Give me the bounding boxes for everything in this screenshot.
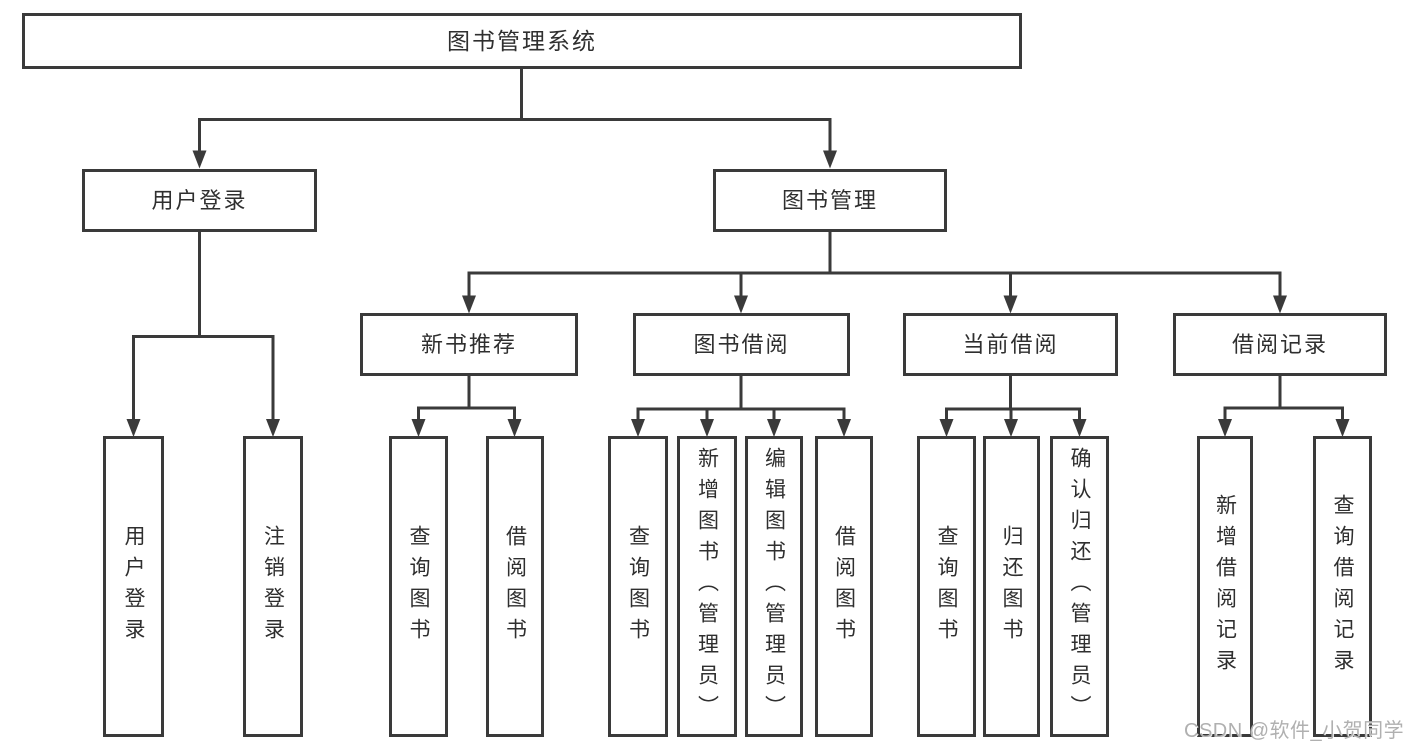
leaf-query-books-recommend: 查询图书 bbox=[389, 436, 448, 737]
leaf-logout: 注销登录 bbox=[243, 436, 303, 737]
leaf-query-books-borrow-label: 查询图书 bbox=[626, 524, 650, 649]
leaf-borrow-books-label: 借阅图书 bbox=[832, 524, 856, 649]
leaf-edit-books-admin-label: 编辑图书（管理员） bbox=[762, 447, 786, 726]
leaf-borrow-books-recommend: 借阅图书 bbox=[486, 436, 544, 737]
node-borrow-records-label: 借阅记录 bbox=[1231, 331, 1328, 357]
leaf-query-borrow-record-label: 查询借阅记录 bbox=[1331, 493, 1354, 680]
leaf-user-login-label: 用户登录 bbox=[122, 524, 145, 649]
leaf-edit-books-admin: 编辑图书（管理员） bbox=[745, 436, 803, 737]
node-root-system: 图书管理系统 bbox=[22, 13, 1022, 69]
leaf-add-borrow-record-label: 新增借阅记录 bbox=[1213, 493, 1237, 680]
leaf-query-borrow-record: 查询借阅记录 bbox=[1313, 436, 1372, 737]
node-user-login: 用户登录 bbox=[82, 169, 317, 232]
leaf-confirm-return-admin: 确认归还（管理员） bbox=[1050, 436, 1109, 737]
node-book-management: 图书管理 bbox=[713, 169, 947, 232]
leaf-add-borrow-record: 新增借阅记录 bbox=[1197, 436, 1253, 737]
leaf-logout-label: 注销登录 bbox=[261, 524, 285, 649]
leaf-return-books: 归还图书 bbox=[983, 436, 1040, 737]
leaf-return-books-label: 归还图书 bbox=[1000, 524, 1023, 649]
leaf-borrow-books-recommend-label: 借阅图书 bbox=[503, 524, 527, 649]
leaf-add-books-admin: 新增图书（管理员） bbox=[677, 436, 737, 737]
node-book-borrow-label: 图书借阅 bbox=[693, 331, 790, 357]
leaf-query-books-current: 查询图书 bbox=[917, 436, 976, 737]
leaf-query-books-borrow: 查询图书 bbox=[608, 436, 668, 737]
node-book-management-label: 图书管理 bbox=[781, 187, 878, 213]
node-book-borrow: 图书借阅 bbox=[633, 313, 850, 376]
leaf-query-books-current-label: 查询图书 bbox=[935, 524, 958, 649]
node-new-book-recommend: 新书推荐 bbox=[360, 313, 578, 376]
csdn-watermark: CSDN @软件_小贺同学 bbox=[1184, 720, 1405, 742]
node-root-label: 图书管理系统 bbox=[447, 27, 597, 54]
leaf-query-books-recommend-label: 查询图书 bbox=[407, 524, 430, 649]
leaf-user-login: 用户登录 bbox=[103, 436, 164, 737]
node-current-borrow-label: 当前借阅 bbox=[962, 331, 1059, 357]
node-user-login-label: 用户登录 bbox=[151, 187, 248, 213]
leaf-confirm-return-admin-label: 确认归还（管理员） bbox=[1068, 447, 1091, 726]
node-new-book-recommend-label: 新书推荐 bbox=[420, 331, 517, 357]
leaf-borrow-books: 借阅图书 bbox=[815, 436, 873, 737]
node-current-borrow: 当前借阅 bbox=[903, 313, 1118, 376]
node-borrow-records: 借阅记录 bbox=[1173, 313, 1387, 376]
leaf-add-books-admin-label: 新增图书（管理员） bbox=[695, 447, 719, 726]
